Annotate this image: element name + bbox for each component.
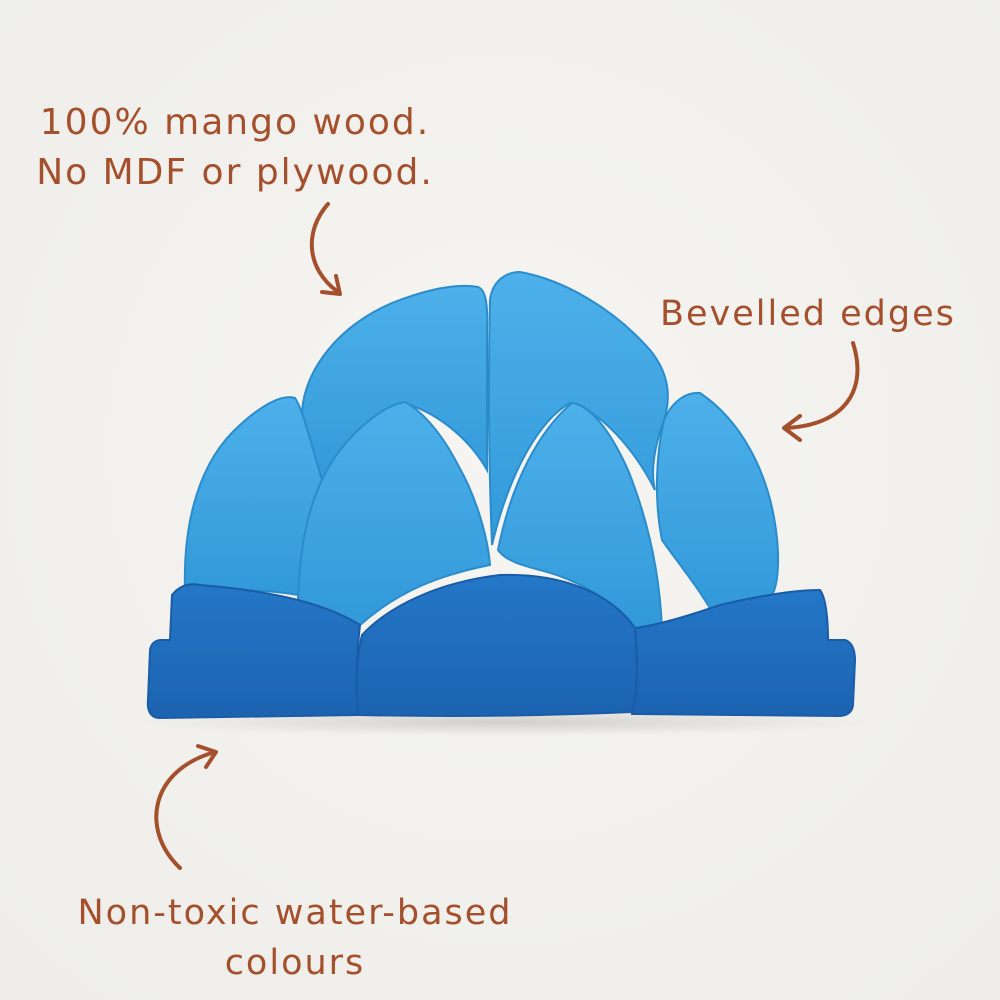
edges-caption: Bevelled edges [660,294,956,334]
block-base-right [630,588,857,718]
paint-caption: Non-toxic water-based colours [0,888,590,988]
curved-arrow-icon [154,744,218,870]
block-left-petal [183,396,324,597]
block-inner-right-petal [496,401,664,632]
block-inner-left-petal [296,400,492,627]
curved-arrow-icon [309,202,342,296]
paint-caption-line1: Non-toxic water-based [77,893,513,933]
paint-caption-line2: colours [224,943,366,983]
block-base-center [355,573,638,717]
material-caption-line2: No MDF or plywood. [36,152,434,193]
block-top-right [487,270,669,546]
material-caption-line1: 100% mango wood. [39,102,431,143]
curved-arrow-icon [782,341,860,442]
block-base-left [146,583,362,720]
material-caption: 100% mango wood. No MDF or plywood. [0,98,470,198]
